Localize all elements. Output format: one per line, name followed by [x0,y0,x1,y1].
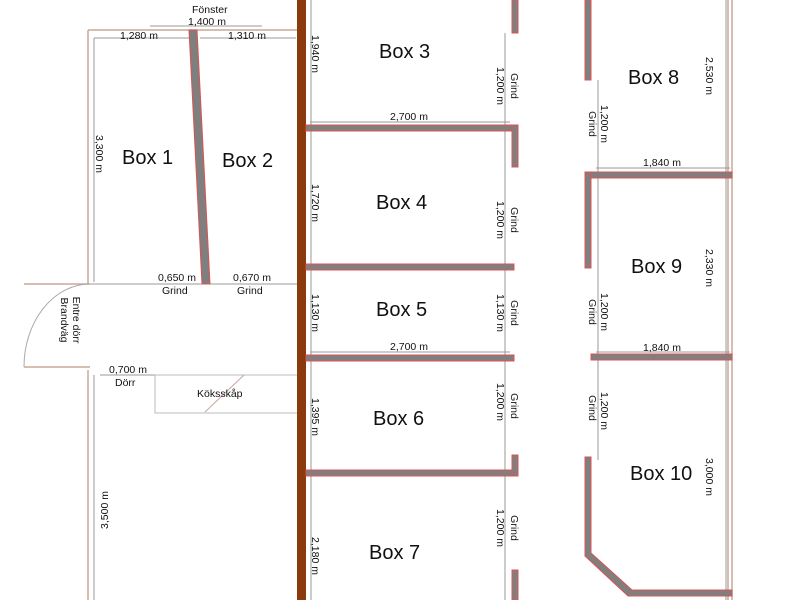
box5-gate-width: 1,130 m [493,294,506,332]
kitchen-cabinet-label: Köksskåp [197,388,243,400]
box7-gate-width: 1,200 m [493,509,506,547]
partitions [305,0,733,601]
box6-gate-label: Grind [507,393,520,419]
box10-gate-label: Grind [585,395,598,421]
box-6-label: Box 6 [373,408,425,430]
main-wall [297,0,306,600]
box10-gate-width: 1,200 m [597,392,610,430]
box1-width: 1,280 m [120,30,158,42]
box2-gate-label: Grind [237,285,263,297]
entrance-door-line2: Brandväg [58,297,70,343]
dim-lines [23,0,730,600]
box-8-label: Box 8 [628,67,680,89]
box8-gate-width: 1,200 m [597,105,610,143]
box10-depth: 3,000 m [702,458,715,496]
box-9-label: Box 9 [631,256,683,278]
box5-width: 2,700 m [390,341,428,353]
box3-width: 2,700 m [390,111,428,123]
box8-depth: 2,530 m [702,57,715,95]
thin-walls [24,0,733,600]
box-10-label: Box 10 [630,463,693,485]
box1-gate-width: 0,650 m [158,272,196,284]
box-4-label: Box 4 [376,192,428,214]
box4-gate-width: 1,200 m [493,201,506,239]
window-width: 1,400 m [188,16,226,28]
box-3-label: Box 3 [379,41,431,63]
entrance-door-label: Entre dörr [70,290,82,350]
box3-gate-width: 1,200 m [493,67,506,105]
box-7-label: Box 7 [369,542,421,564]
box3-depth: 1,940 m [308,35,321,73]
box2-gate-width: 0,670 m [233,272,271,284]
box7-depth: 2,180 m [308,537,321,575]
box-1-label: Box 1 [122,147,174,169]
box4-depth: 1,720 m [308,184,321,222]
corridor-length: 3,500 m [98,491,111,529]
box1-gate-label: Grind [162,285,188,297]
partition-box1-box2 [188,29,211,285]
box4-gate-label: Grind [507,207,520,233]
box-5-label: Box 5 [376,299,428,321]
window-label: Fönster [192,4,228,16]
box5-depth: 1,130 m [308,294,321,332]
box5-gate-label: Grind [507,300,520,326]
box-2-label: Box 2 [222,150,274,172]
fire-escape-label: Brandväg [58,290,70,350]
door-label: Dörr [115,377,136,389]
box9-gate-label: Grind [585,299,598,325]
door-width: 0,700 m [109,364,147,376]
box3-gate-label: Grind [507,73,520,99]
box8-gate-label: Grind [585,111,598,137]
entrance-door-line1: Entre dörr [70,296,82,344]
box9-gate-width: 1,200 m [597,293,610,331]
box8-width: 1,840 m [643,157,681,169]
box2-width: 1,310 m [228,30,266,42]
box7-gate-label: Grind [507,515,520,541]
box6-gate-width: 1,200 m [493,383,506,421]
box9-depth: 2,330 m [702,249,715,287]
box9-width: 1,840 m [643,342,681,354]
box6-depth: 1,395 m [308,398,321,436]
box1-depth: 3,300 m [92,135,105,173]
